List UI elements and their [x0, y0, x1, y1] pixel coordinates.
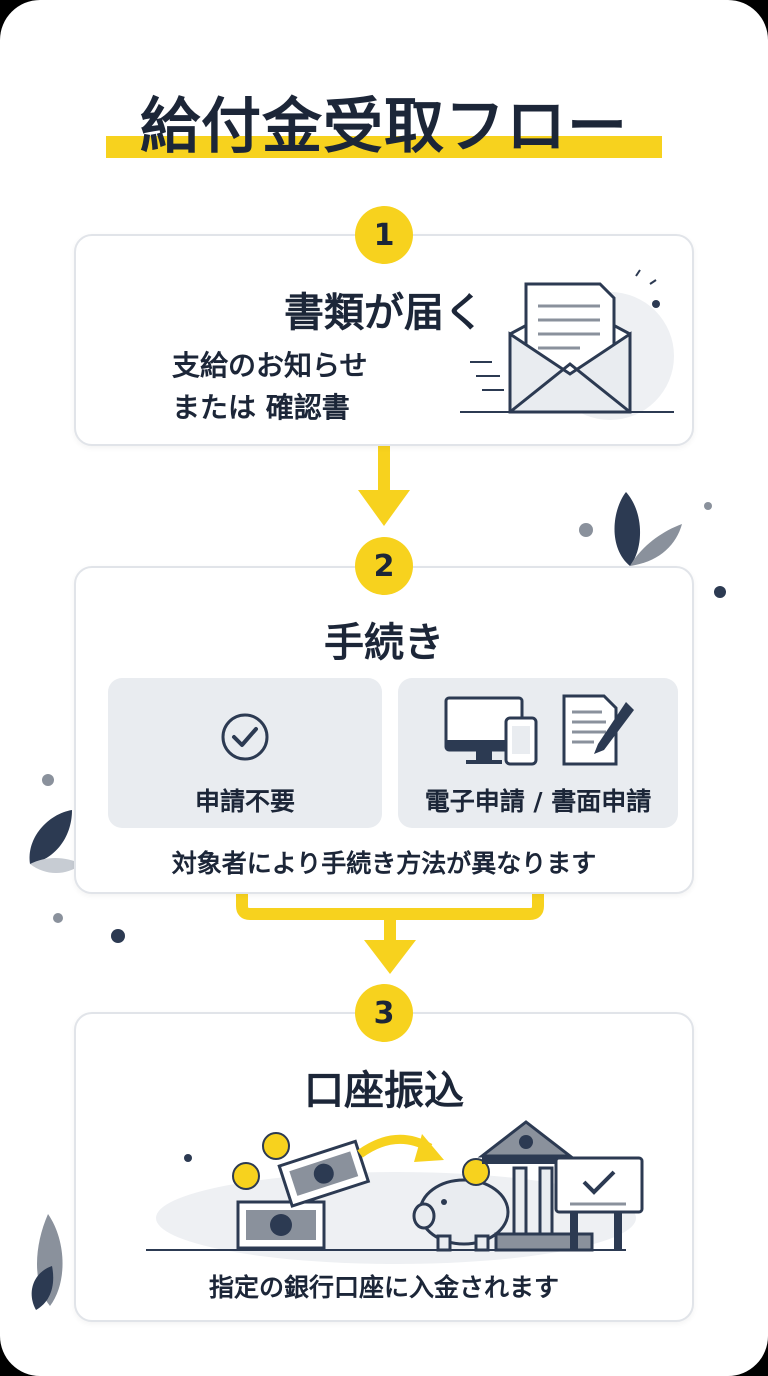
step-2-title: 手続き	[324, 620, 444, 666]
step-3-badge: 3	[355, 984, 413, 1042]
title-highlight	[106, 136, 662, 158]
title-wrap: 給付金受取フロー	[0, 78, 768, 165]
page-title: 給付金受取フロー	[140, 92, 628, 162]
step-1-line-1: 支給のお知らせ	[172, 349, 368, 382]
cash-icon	[232, 1132, 371, 1250]
arrow-down-icon	[358, 446, 410, 526]
step-1-line-2: または 確認書	[172, 391, 350, 424]
certificate-icon	[554, 1156, 644, 1250]
piggy-bank-icon	[412, 1158, 510, 1252]
merge-arrow-icon	[236, 890, 544, 974]
bank-icon	[477, 1120, 594, 1252]
step-2-badge: 2	[355, 537, 413, 595]
step-3-note: 指定の銀行口座に入金されます	[208, 1273, 559, 1302]
option-2-label: 電子申請 / 書面申請	[424, 787, 652, 816]
check-circle-icon	[221, 713, 269, 761]
leaf-icon	[579, 492, 726, 598]
step-1-card: 書類が届く 支給のお知らせ または 確認書	[74, 234, 694, 446]
step-1-title: 書類が届く	[284, 290, 484, 336]
step-2-note: 対象者により手続き方法が異なります	[171, 849, 597, 878]
leaf-icon	[31, 1214, 63, 1310]
step-3-title: 口座振込	[304, 1068, 464, 1114]
devices-icon	[444, 696, 538, 766]
option-no-application: 申請不要	[108, 678, 382, 828]
envelope-icon	[460, 269, 674, 420]
option-apply: 電子申請 / 書面申請	[398, 678, 678, 828]
step-3-card: 口座振込	[74, 1012, 694, 1322]
transfer-illustration	[146, 1120, 644, 1264]
document-pen-icon	[562, 694, 634, 766]
option-1-label: 申請不要	[194, 787, 295, 816]
step-2-card: 手続き 申請不要	[74, 566, 694, 894]
leaf-icon	[29, 774, 125, 943]
step-1-badge: 1	[355, 206, 413, 264]
